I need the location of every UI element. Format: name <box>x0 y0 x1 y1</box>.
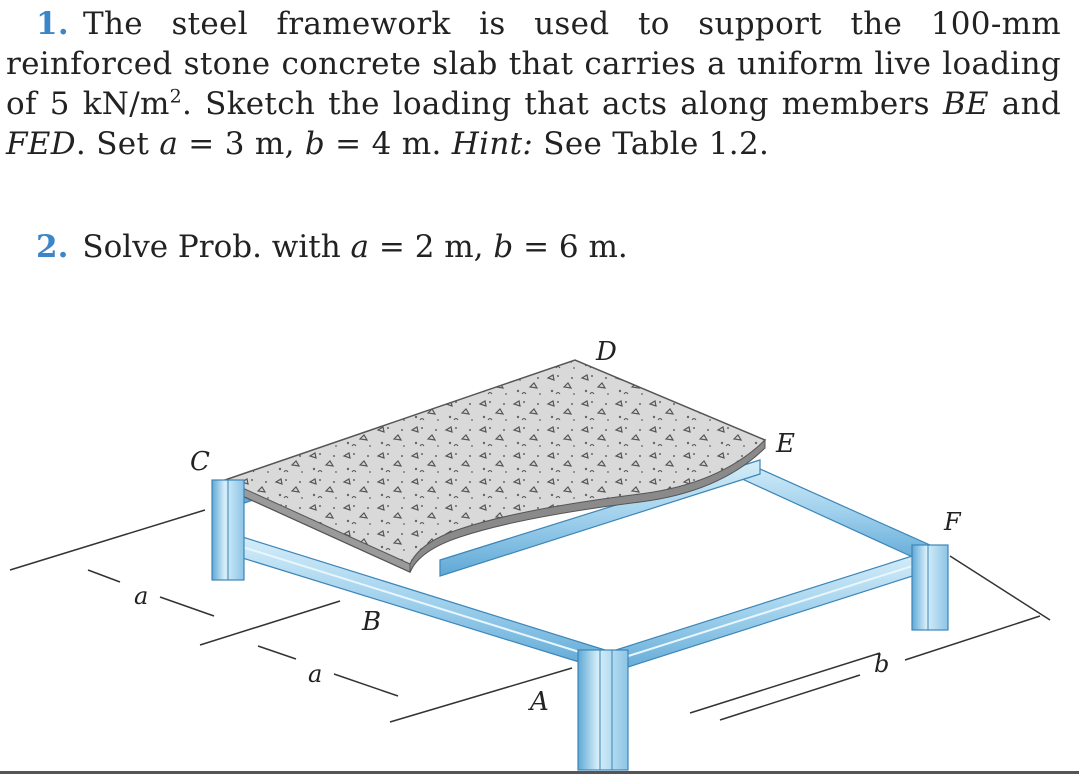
hint-label: Hint: <box>451 126 534 162</box>
problem-text: . Sketch the loading that acts along mem… <box>182 86 943 122</box>
dimension-lines <box>9 509 1051 723</box>
dim-extension-line <box>949 555 1051 621</box>
concrete-slab <box>224 359 767 574</box>
slab-edge-curved <box>409 438 766 573</box>
dim-extension-line <box>9 509 206 571</box>
dim-line-b <box>719 674 861 721</box>
superscript: 2 <box>169 85 183 108</box>
variable-a: a <box>350 229 370 265</box>
problem-text: Solve Prob. with <box>82 229 351 265</box>
framework-figure: D C E F B A a a b <box>9 337 1051 771</box>
bottom-rule <box>0 771 1079 774</box>
problem-text: = 6 m. <box>513 229 628 265</box>
problem-text: = 2 m, <box>369 229 494 265</box>
dim-extension-line <box>689 652 881 714</box>
problem-number: 2. <box>36 229 69 265</box>
variable-b: b <box>304 126 326 162</box>
problem-number: 1. <box>36 6 69 42</box>
member-label: FED <box>6 126 76 162</box>
label-B: B <box>361 607 381 637</box>
dim-line-a-top <box>159 596 215 617</box>
problem-text: = 3 m, <box>178 126 305 162</box>
label-b: b <box>874 650 889 678</box>
dim-line-b <box>904 615 1041 661</box>
variable-a: a <box>159 126 179 162</box>
dim-line-a-bottom <box>257 645 297 660</box>
dim-extension-line <box>199 600 341 646</box>
label-a-top: a <box>134 582 148 610</box>
member-label: BE <box>942 86 989 122</box>
label-C: C <box>190 447 210 477</box>
problem-text: and <box>988 86 1061 122</box>
label-A: A <box>528 687 549 717</box>
variable-b: b <box>493 229 514 265</box>
dim-line-a-top <box>87 569 121 583</box>
label-E: E <box>775 429 795 459</box>
label-a-bottom: a <box>308 660 322 688</box>
problem-text: . Set <box>75 126 160 162</box>
problem-text: The steel framework is used to support t… <box>6 6 1061 122</box>
dim-line-a-bottom <box>333 673 399 697</box>
column-F <box>911 544 949 631</box>
column-C <box>211 479 245 581</box>
label-D: D <box>595 337 617 367</box>
problem-1: 1.The steel framework is used to support… <box>6 4 1061 164</box>
dim-extension-line <box>389 667 573 723</box>
problem-2: 2. Solve Prob. with a = 2 m, b = 6 m. <box>6 227 1061 267</box>
problem-text: See Table 1.2. <box>533 126 770 162</box>
label-F: F <box>943 508 962 536</box>
column-A <box>577 649 629 771</box>
problem-text: = 4 m. <box>325 126 452 162</box>
beam-EF <box>739 459 931 566</box>
